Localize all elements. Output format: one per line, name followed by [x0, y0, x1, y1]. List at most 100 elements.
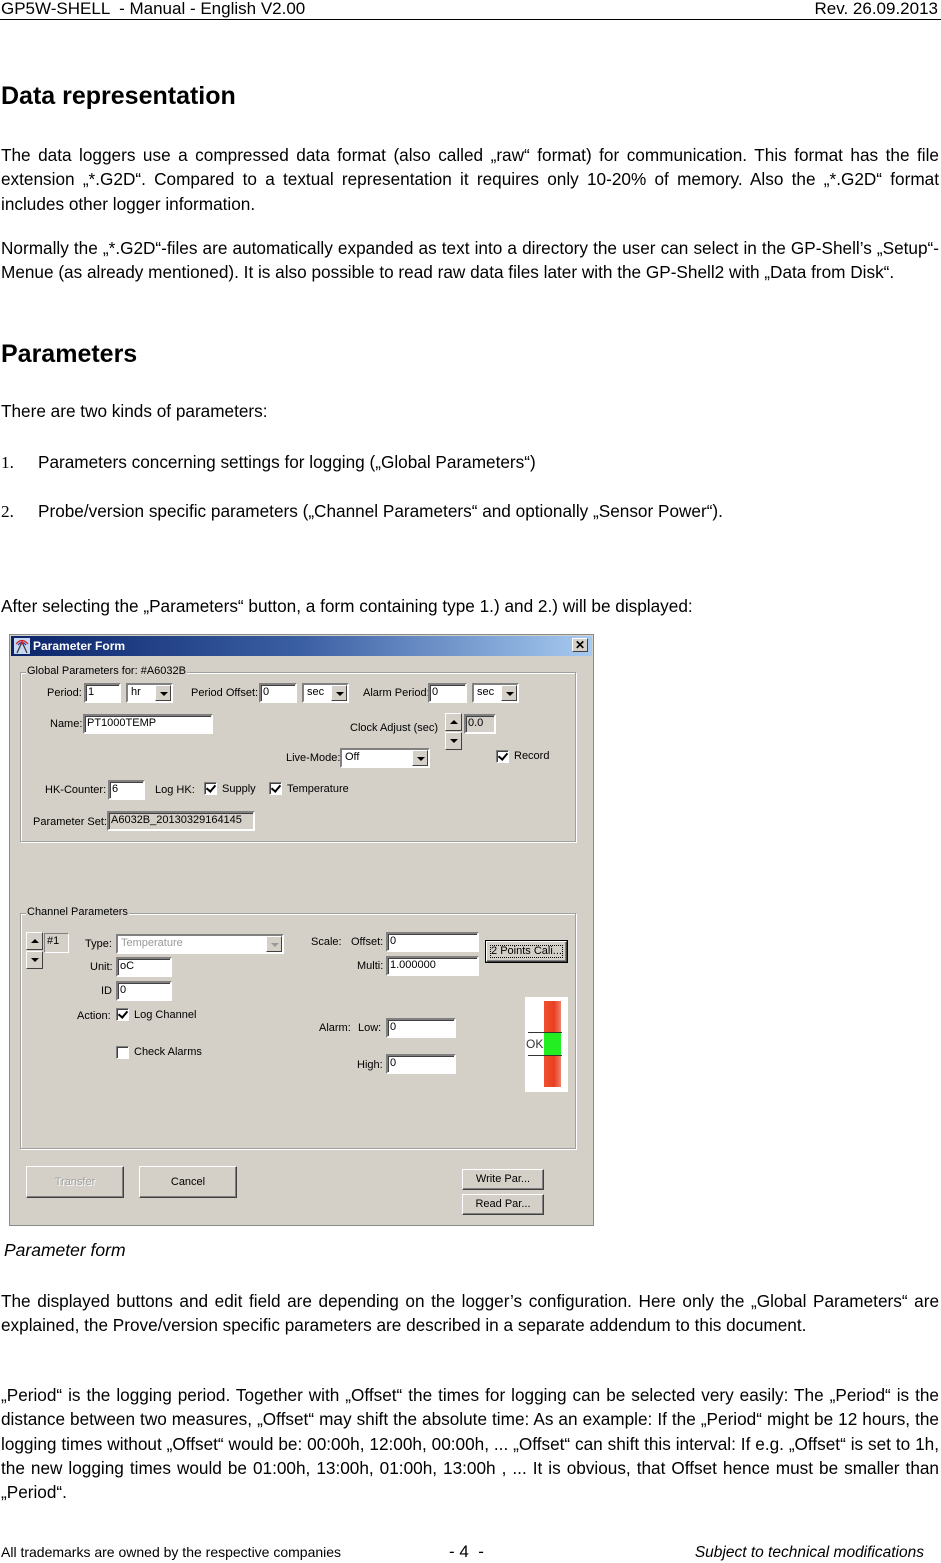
channel-parameters-label: Channel Parameters: [26, 906, 129, 918]
document-title: GP5W-SHELL - Manual - English V2.00: [1, 0, 306, 18]
app-antenna-icon: [14, 638, 30, 654]
alarm-low-input[interactable]: 0: [386, 1018, 456, 1038]
parameter-set-label: Parameter Set:: [33, 816, 107, 828]
high-label: High:: [357, 1059, 383, 1071]
alarm-status-indicator: OK: [525, 997, 568, 1092]
alarm-period-unit-value: sec: [477, 686, 495, 698]
channel-number: #1: [44, 933, 69, 953]
paragraph-period-explanation: „Period“ is the logging period. Together…: [1, 1385, 939, 1503]
arrow-up-icon[interactable]: [445, 713, 462, 731]
paragraph-parameter-kinds: There are two kinds of parameters:: [1, 401, 268, 421]
unit-input[interactable]: oC: [116, 957, 172, 977]
hk-counter-label: HK-Counter:: [45, 784, 107, 796]
period-unit-value: hr: [131, 686, 141, 698]
title-bar[interactable]: Parameter Form ✕: [11, 636, 592, 656]
low-label: Low:: [358, 1022, 382, 1034]
alarm-period-input[interactable]: 0: [428, 683, 467, 703]
global-parameters-group: Global Parameters for: #A6032B Period: 1…: [20, 665, 576, 842]
period-label: Period:: [47, 687, 82, 699]
two-points-cali-button[interactable]: 2 Points Cali...: [485, 940, 568, 963]
arrow-up-icon[interactable]: [26, 932, 43, 950]
figure-caption: Parameter form: [4, 1240, 126, 1260]
list-number: 2.: [1, 502, 14, 521]
trademark-notice: All trademarks are owned by the respecti…: [1, 1544, 342, 1560]
hk-counter-input[interactable]: 6: [108, 780, 145, 800]
log-channel-label: Log Channel: [134, 1009, 197, 1021]
scale-offset-input[interactable]: 0: [386, 932, 479, 952]
id-label: ID: [101, 985, 112, 997]
type-value: Temperature: [121, 937, 183, 949]
list-number: 1.: [1, 453, 14, 472]
chevron-down-icon[interactable]: [266, 936, 282, 952]
write-par-label: Write Par...: [475, 1173, 531, 1185]
live-mode-select[interactable]: Off: [340, 748, 430, 768]
parameter-form-window: Parameter Form ✕ Global Parameters for: …: [9, 634, 594, 1226]
cancel-label: Cancel: [170, 1176, 206, 1188]
check-alarms-label: Check Alarms: [134, 1046, 202, 1058]
read-par-label: Read Par...: [475, 1198, 531, 1210]
transfer-label: Transfer: [54, 1176, 96, 1188]
period-input[interactable]: 1: [84, 683, 121, 703]
type-label: Type:: [85, 938, 112, 950]
arrow-down-icon[interactable]: [445, 732, 462, 750]
alarm-label: Alarm:: [319, 1022, 351, 1034]
transfer-button[interactable]: Transfer: [26, 1166, 124, 1198]
chevron-down-icon[interactable]: [412, 750, 428, 766]
list-item-global-parameters: 1. Parameters concerning settings for log…: [1, 451, 536, 474]
alarm-period-label: Alarm Period:: [363, 687, 430, 699]
temperature-label: Temperature: [287, 783, 349, 795]
period-offset-unit-value: sec: [307, 686, 325, 698]
id-input[interactable]: 0: [116, 981, 172, 1001]
period-unit-select[interactable]: hr: [126, 683, 173, 703]
two-points-cali-label: 2 Points Cali...: [491, 945, 562, 957]
live-mode-value: Off: [345, 751, 360, 763]
list-text: Parameters concerning settings for loggi…: [38, 452, 536, 472]
status-ok-label: OK: [526, 1037, 544, 1051]
name-label: Name:: [50, 718, 83, 730]
list-text: Probe/version specific parameters („Chan…: [38, 501, 723, 521]
arrow-down-icon[interactable]: [26, 951, 43, 969]
technical-disclaimer: Subject to technical modifications: [694, 1544, 924, 1561]
page-footer: All trademarks are owned by the respecti…: [0, 1542, 941, 1562]
action-label: Action:: [77, 1010, 111, 1022]
temperature-checkbox[interactable]: [269, 782, 282, 795]
multi-label: Multi:: [357, 960, 384, 972]
log-channel-checkbox[interactable]: [116, 1008, 129, 1021]
heading-data-representation: Data representation: [1, 82, 236, 110]
period-offset-label: Period Offset:: [191, 687, 259, 699]
type-select[interactable]: Temperature: [116, 934, 284, 954]
name-input[interactable]: PT1000TEMP: [83, 714, 213, 734]
clock-adjust-label: Clock Adjust (sec): [350, 722, 439, 734]
period-offset-input[interactable]: 0: [259, 683, 297, 703]
period-offset-unit-select[interactable]: sec: [302, 683, 349, 703]
paragraph-g2d-files: Normally the „*.G2D“-files are automatic…: [1, 238, 939, 283]
clock-adjust-value: 0.0: [464, 714, 496, 734]
clock-adjust-spinner[interactable]: [445, 713, 462, 751]
cancel-button[interactable]: Cancel: [139, 1166, 237, 1198]
page-number: - 4 -: [449, 1542, 484, 1561]
check-alarms-checkbox[interactable]: [116, 1046, 129, 1059]
write-par-button[interactable]: Write Par...: [462, 1169, 544, 1190]
chevron-down-icon[interactable]: [331, 685, 347, 701]
channel-spinner[interactable]: [26, 932, 43, 970]
read-par-button[interactable]: Read Par...: [462, 1194, 544, 1215]
paragraph-after-selecting: After selecting the „Parameters“ button,…: [1, 596, 693, 616]
paragraph-displayed-buttons: The displayed buttons and edit field are…: [1, 1291, 939, 1336]
low-threshold-line: [528, 1032, 562, 1033]
supply-checkbox[interactable]: [204, 782, 217, 795]
record-checkbox[interactable]: [496, 750, 509, 763]
alarm-period-unit-select[interactable]: sec: [472, 683, 519, 703]
window-title: Parameter Form: [33, 639, 126, 653]
chevron-down-icon[interactable]: [501, 685, 517, 701]
live-mode-label: Live-Mode:: [286, 752, 341, 764]
scale-multi-input[interactable]: 1.000000: [386, 956, 479, 976]
scale-label: Scale:: [311, 936, 342, 948]
close-icon[interactable]: ✕: [572, 638, 588, 652]
chevron-down-icon[interactable]: [155, 685, 171, 701]
channel-parameters-group: Channel Parameters #1 Type: Temperature …: [20, 906, 576, 1149]
alarm-high-input[interactable]: 0: [386, 1054, 456, 1074]
paragraph-data-format: The data loggers use a compressed data f…: [1, 145, 939, 214]
unit-label: Unit:: [90, 961, 113, 973]
parameter-set-value: A6032B_20130329164145: [107, 811, 255, 831]
record-label: Record: [514, 750, 550, 762]
